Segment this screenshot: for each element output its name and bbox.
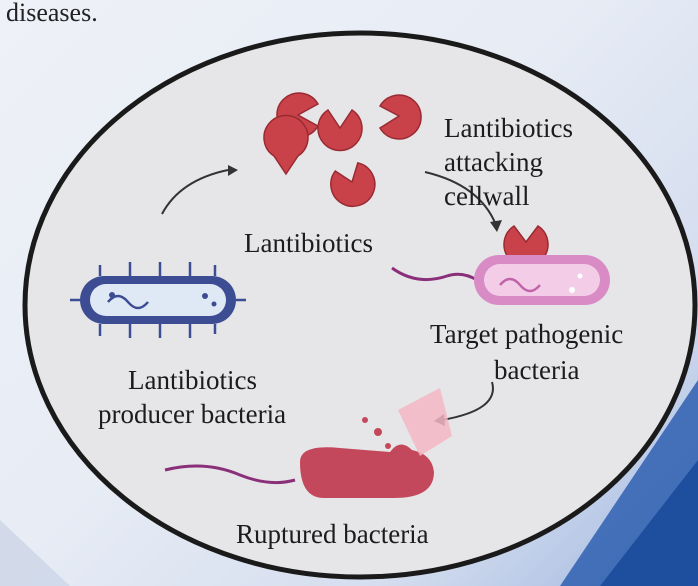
attacking-label-line2: attacking	[444, 146, 543, 178]
ruptured-label: Ruptured bacteria	[236, 518, 429, 550]
lantibiotics-label: Lantibiotics	[244, 227, 373, 259]
attacking-label-line1: Lantibiotics	[444, 112, 573, 144]
target-label-line2: bacteria	[494, 354, 579, 386]
producer-label-line2: producer bacteria	[98, 398, 286, 430]
target-label-line1: Target pathogenic	[430, 318, 623, 350]
rod-bacterium-icon	[300, 444, 434, 498]
producer-label-line1: Lantibiotics	[128, 364, 257, 396]
attacking-label-line3: cellwall	[444, 180, 529, 212]
